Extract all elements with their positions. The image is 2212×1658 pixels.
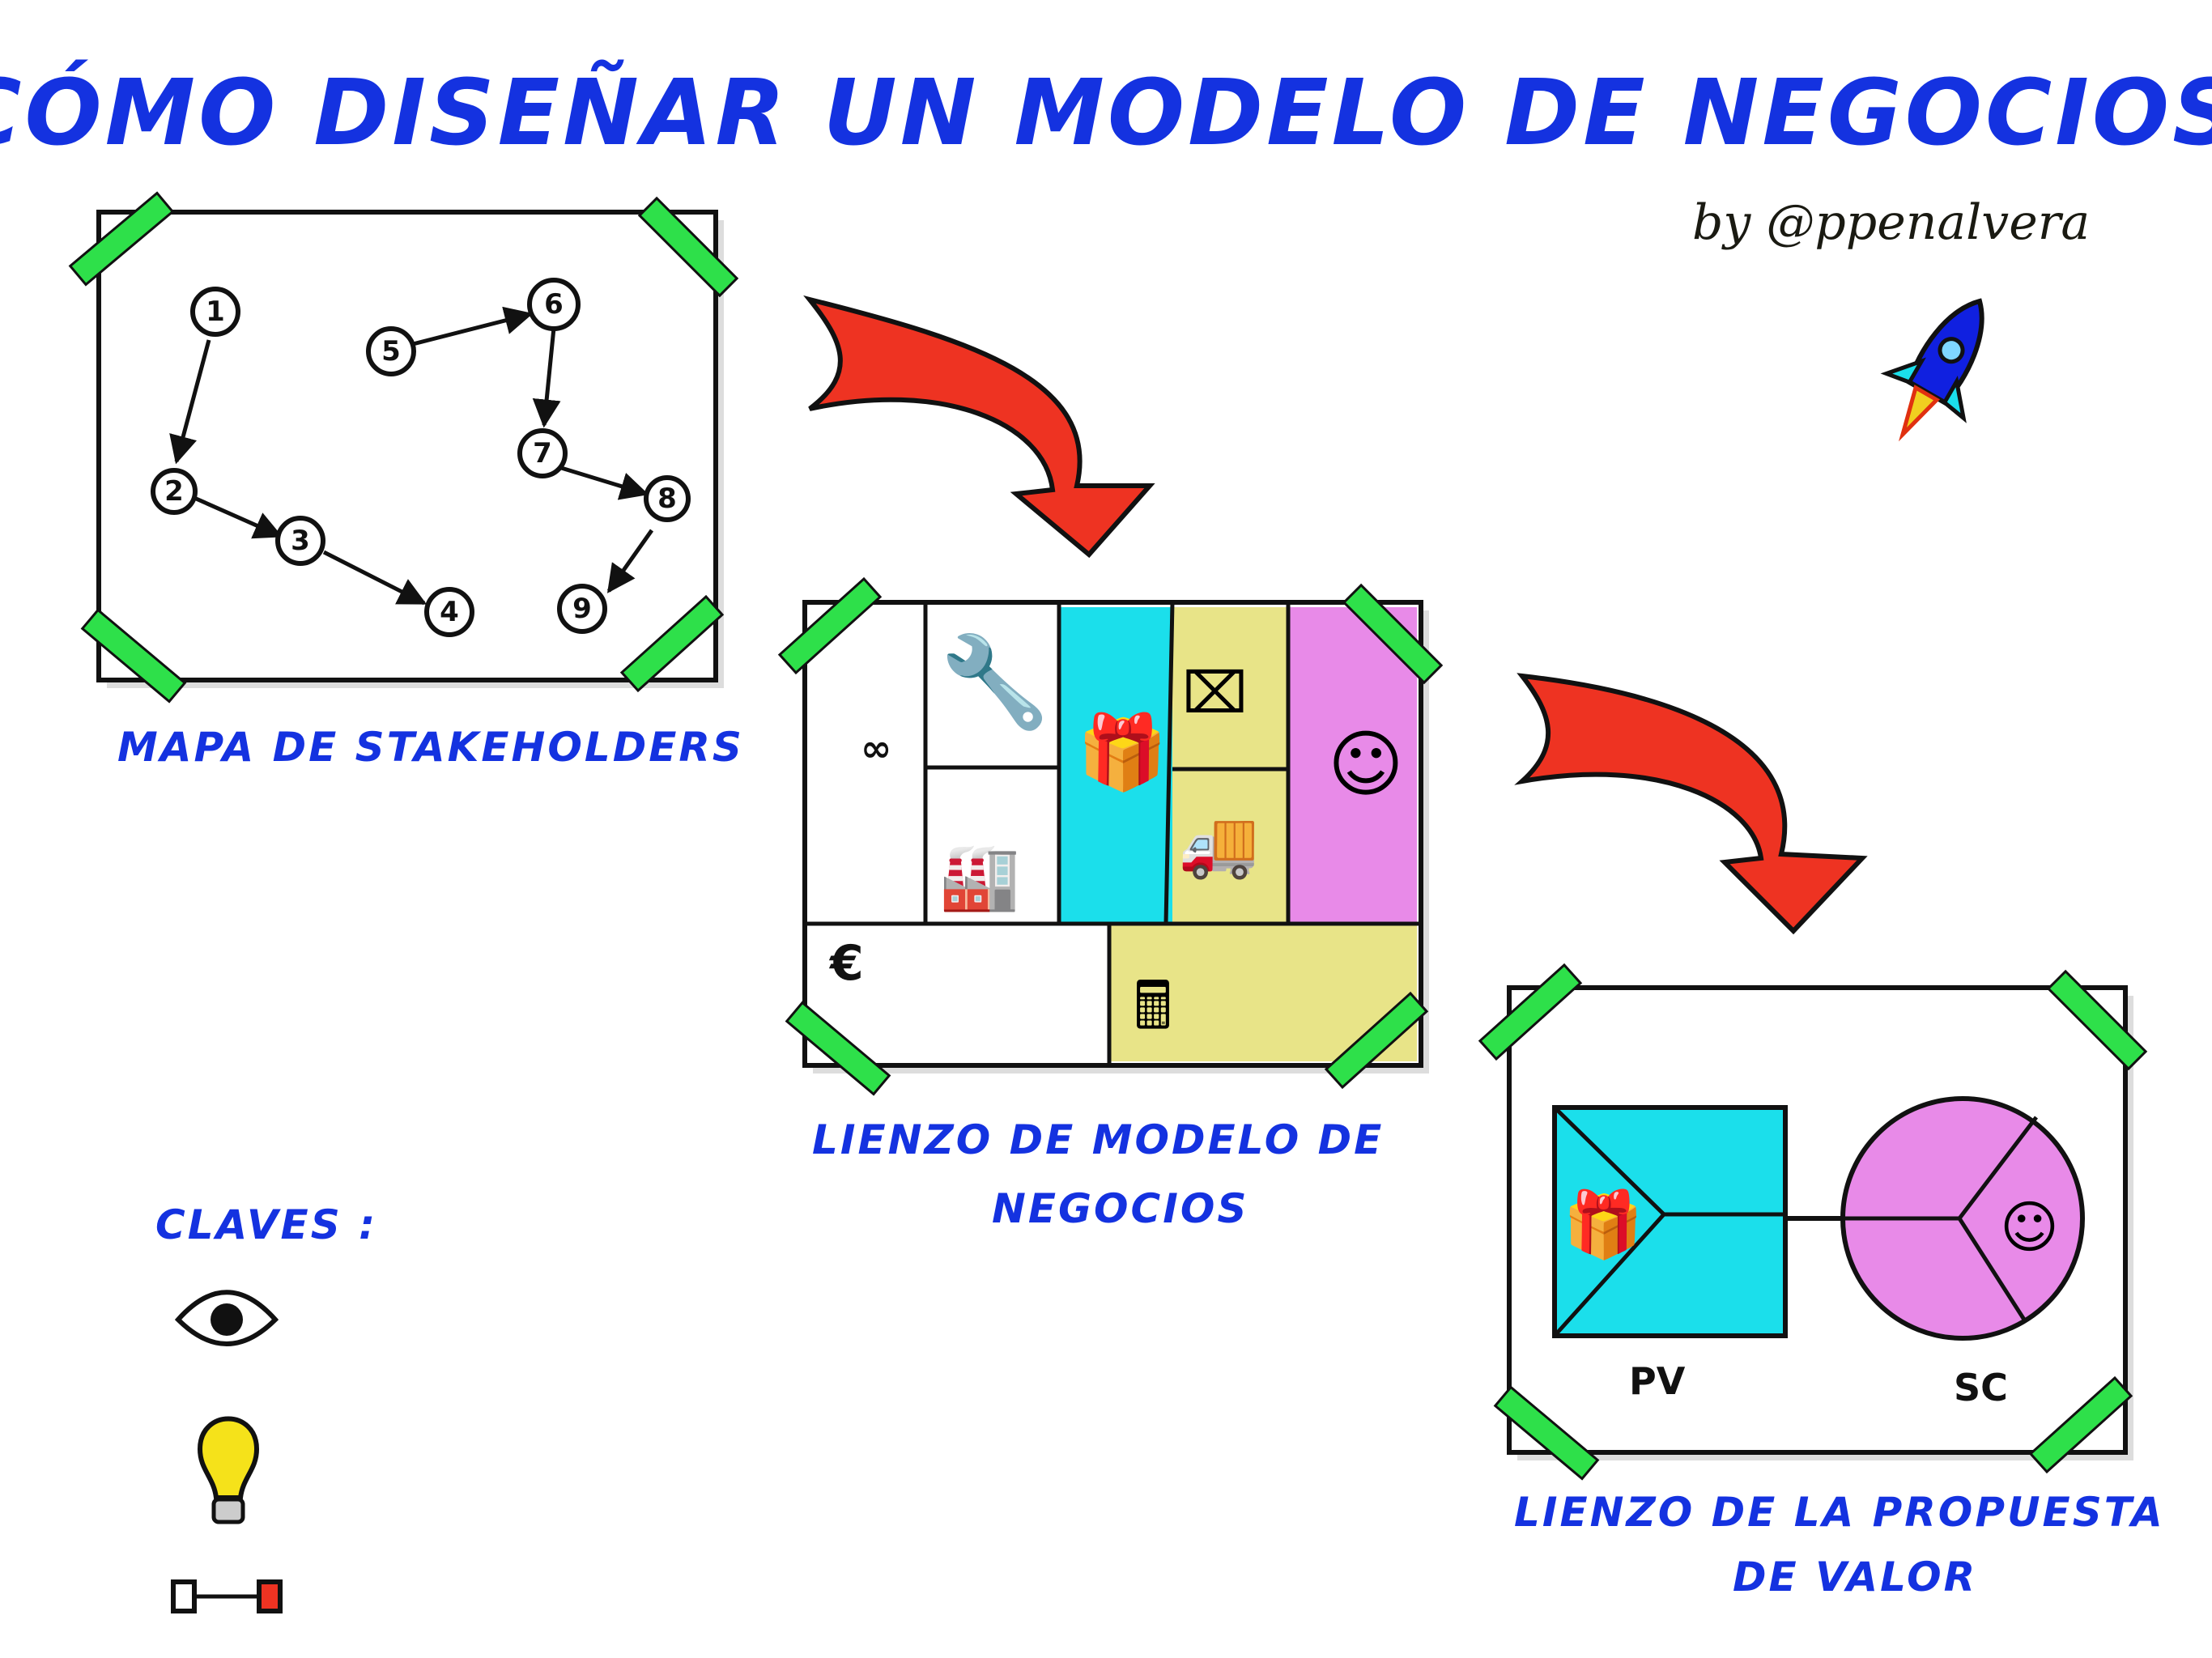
business-model-canvas-label-2: NEGOCIOS (992, 1185, 1249, 1232)
svg-text:1: 1 (206, 295, 225, 328)
stakeholder-node: 2 (151, 468, 198, 515)
stakeholder-node: 6 (527, 278, 581, 331)
value-proposition-canvas: 🎁 ☺ PV SC (1478, 963, 2148, 1481)
customer-relations-block (1172, 607, 1288, 924)
smiley-icon: ☺ (2000, 1194, 2059, 1261)
keys-title: CLAVES : (155, 1201, 377, 1248)
stakeholder-node: 5 (366, 326, 416, 376)
stakeholder-node: 4 (424, 587, 474, 637)
stakeholder-nodes: 1 2 3 4 5 6 7 8 9 (151, 278, 691, 637)
red-arrow-1 (803, 295, 1155, 559)
red-arrow-2 (1514, 673, 1868, 935)
currency-icon: € (828, 935, 864, 992)
partners-link-icon: ∞ (861, 726, 891, 770)
business-model-canvas-label-1: LIENZO DE MODELO DE (812, 1116, 1384, 1163)
stakeholder-node: 9 (557, 584, 607, 634)
svg-text:4: 4 (440, 596, 459, 628)
svg-text:5: 5 (381, 335, 401, 368)
stakeholder-node: 7 (517, 428, 568, 478)
stakeholder-arrows (169, 306, 654, 606)
rocket-icon (1880, 298, 1984, 442)
tools-icon: 🔧 (939, 628, 1050, 733)
tape (1478, 963, 2148, 1481)
author-signature: by @ppenalvera (1692, 194, 2090, 251)
tape (777, 576, 1444, 1096)
eye-icon (174, 1290, 279, 1346)
relations-icon: ⌧ (1182, 660, 1248, 726)
smiley-icon: ☺ (1328, 722, 1404, 807)
truck-icon: 🚚 (1178, 806, 1259, 882)
value-proposition-canvas-label-2: DE VALOR (1733, 1554, 1977, 1601)
stakeholder-node: 1 (190, 287, 240, 337)
lightbulb-icon (197, 1416, 260, 1524)
pv-label: PV (1629, 1359, 1686, 1403)
svg-text:9: 9 (572, 593, 592, 625)
stakeholder-node: 3 (275, 516, 325, 566)
link-icon (171, 1579, 283, 1613)
page-title: CÓMO DISEÑAR UN MODELO DE NEGOCIOS (0, 59, 2212, 166)
svg-text:6: 6 (544, 288, 564, 321)
value-proposition-canvas-label-1: LIENZO DE LA PROPUESTA (1514, 1489, 2165, 1536)
value-proposition-block (1059, 607, 1172, 924)
business-model-canvas: ∞ 🔧 🎁 ⌧ ☺ 🏭 🚚 € 🖩 (777, 576, 1444, 1096)
gift-icon: 🎁 (1077, 710, 1168, 795)
stakeholder-map-frame: 1 2 3 4 5 6 7 8 9 (68, 191, 739, 704)
factory-icon: 🏭 (939, 839, 1020, 914)
gift-icon: 🎁 (1563, 1187, 1644, 1262)
stakeholder-map-label: MAPA DE STAKEHOLDERS (117, 724, 744, 771)
svg-text:7: 7 (533, 437, 552, 470)
svg-text:3: 3 (291, 525, 310, 557)
svg-text:8: 8 (657, 483, 677, 515)
tape (68, 191, 739, 704)
customer-segments-block (1288, 607, 1417, 924)
cash-register-icon: 🖩 (1134, 968, 1172, 1044)
svg-text:2: 2 (164, 475, 184, 508)
stakeholder-node: 8 (644, 475, 691, 522)
sc-label: SC (1954, 1366, 2008, 1409)
